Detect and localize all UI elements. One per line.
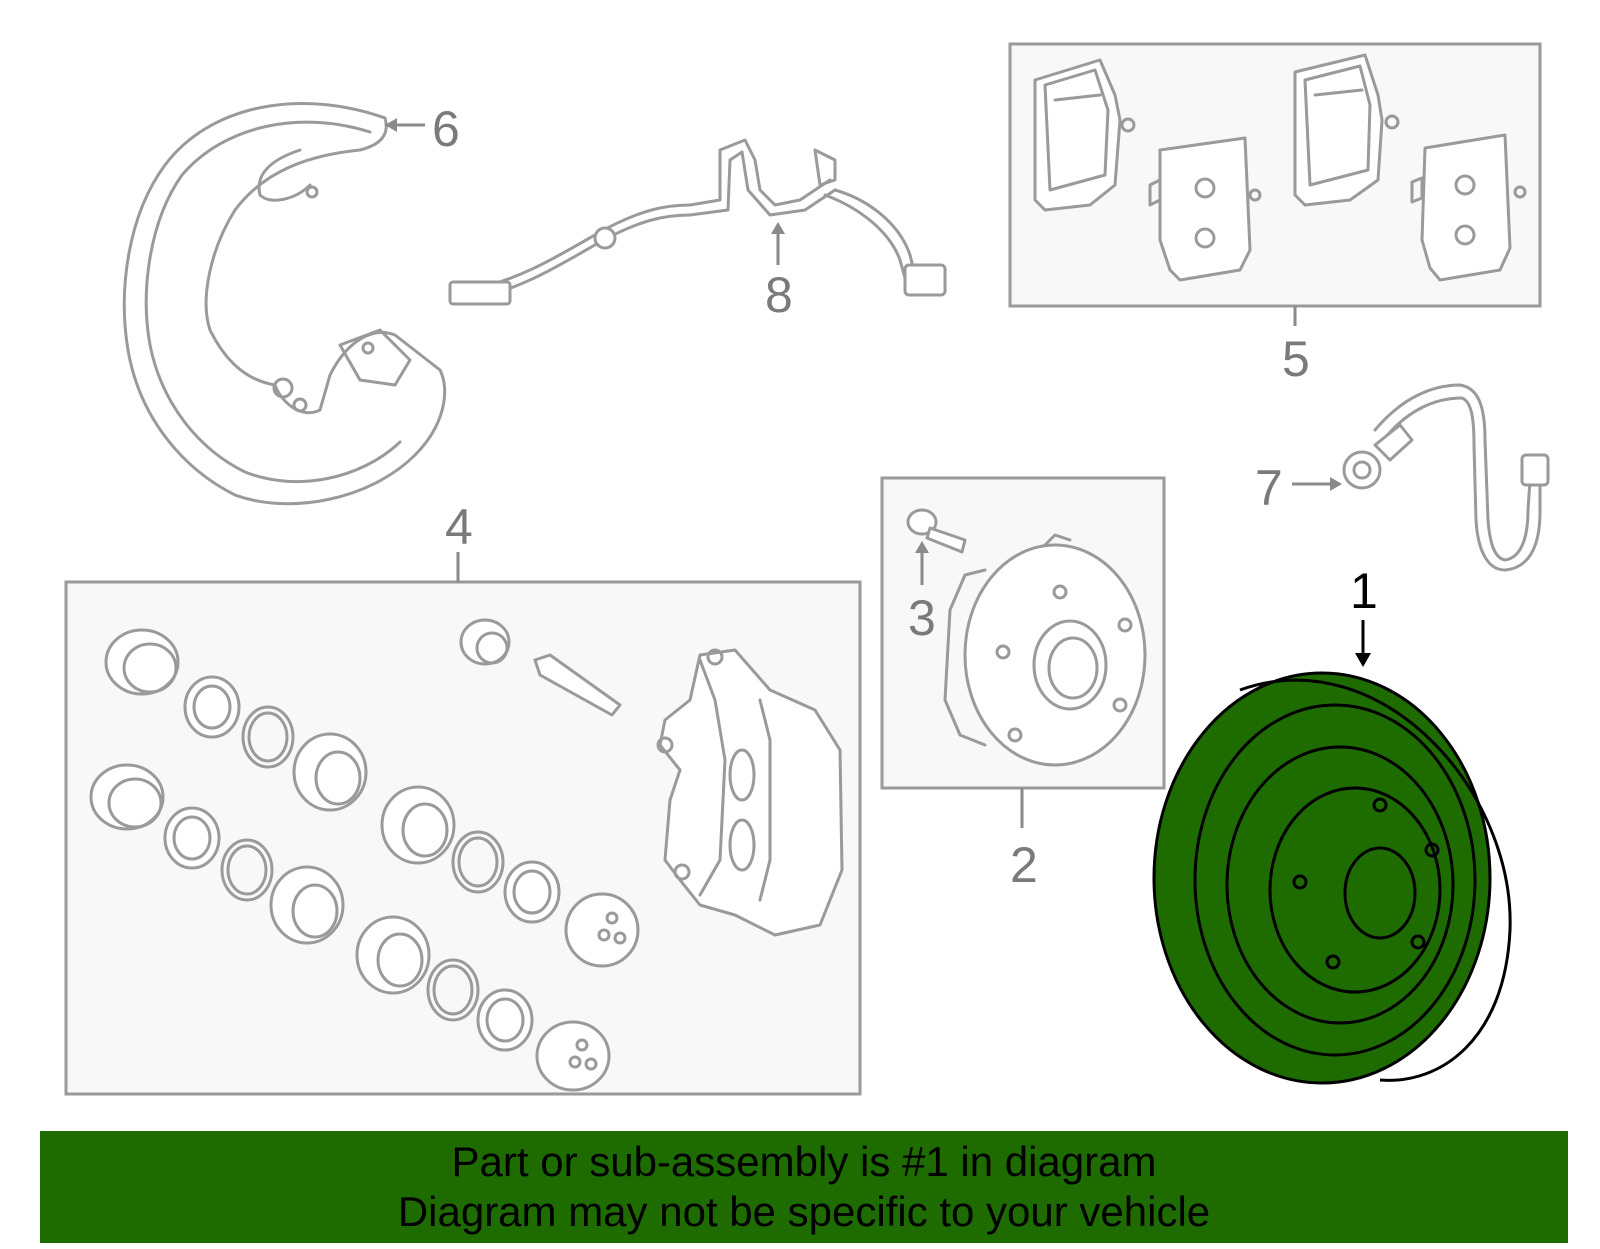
callout-1: 1 [1350, 563, 1378, 619]
callout-6-group: 6 [385, 101, 460, 157]
banner-background [40, 1131, 1568, 1243]
part-4-caliper-kit[interactable] [89, 618, 844, 1092]
callout-4-group: 4 [445, 499, 473, 582]
info-banner: Part or sub-assembly is #1 in diagram Di… [40, 1131, 1568, 1243]
part-7-brake-hose[interactable] [1342, 383, 1550, 572]
callout-5: 5 [1282, 331, 1310, 387]
callout-7-group: 7 [1255, 460, 1342, 516]
part-3-hub-bolt[interactable] [906, 508, 967, 554]
part-5-brake-pads[interactable] [1033, 53, 1527, 282]
callout-3-group: 3 [908, 541, 936, 646]
banner-line-2: Diagram may not be specific to your vehi… [397, 1188, 1211, 1235]
callout-2: 2 [1010, 837, 1038, 893]
callout-8: 8 [765, 267, 793, 323]
part-2-hub-bearing[interactable] [943, 533, 1147, 767]
part-1-brake-rotor[interactable] [1152, 671, 1512, 1085]
callout-2-group: 2 [1010, 788, 1038, 893]
part-6-splash-shield[interactable] [122, 102, 447, 506]
callout-7: 7 [1255, 460, 1283, 516]
callout-1-group: 1 [1350, 563, 1378, 667]
part-8-speed-sensor[interactable] [448, 138, 947, 306]
callout-4: 4 [445, 499, 473, 555]
callout-8-group: 8 [765, 222, 793, 323]
callout-3: 3 [908, 590, 936, 646]
callout-6: 6 [432, 101, 460, 157]
banner-line-1: Part or sub-assembly is #1 in diagram [451, 1138, 1157, 1185]
callout-5-group: 5 [1282, 306, 1310, 387]
